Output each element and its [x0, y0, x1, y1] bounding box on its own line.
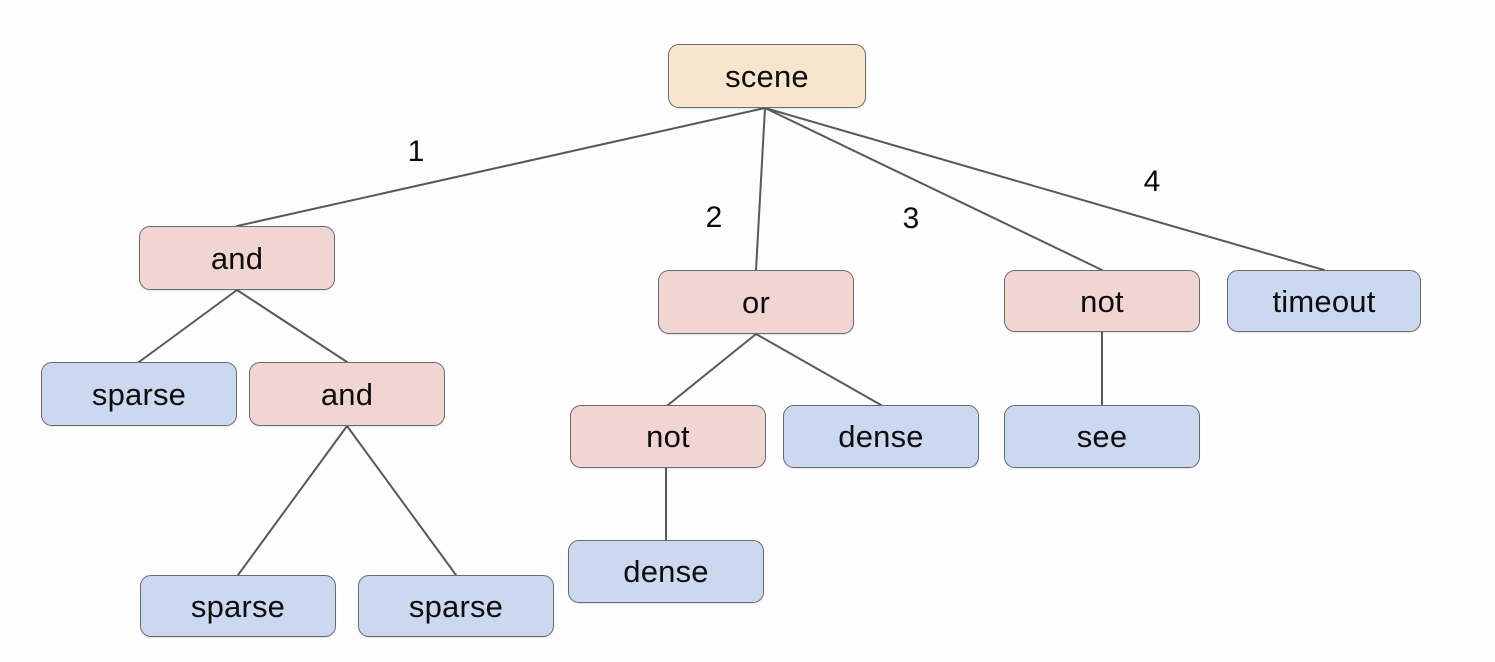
edge-label-3: 3 — [902, 202, 920, 235]
tree-edge-or1-to-dense1 — [755, 333, 882, 406]
tree-node-not1[interactable]: not — [570, 405, 766, 468]
tree-edge-scene-to-or1 — [755, 107, 766, 271]
tree-node-sparse1[interactable]: sparse — [41, 362, 237, 426]
tree-node-and1[interactable]: and — [139, 226, 335, 290]
tree-edge-and1-to-and2 — [236, 289, 348, 363]
tree-node-scene[interactable]: scene — [668, 44, 866, 108]
tree-node-label: dense — [623, 554, 709, 589]
edge-label-4: 4 — [1143, 165, 1161, 198]
tree-node-label: sparse — [408, 588, 504, 624]
tree-edge-and2-to-sparse3 — [346, 425, 457, 576]
tree-edge-scene-to-not2 — [764, 107, 1103, 271]
tree-node-label: not — [1080, 283, 1124, 319]
tree-edge-or1-to-not1 — [667, 333, 757, 406]
tree-node-sparse2[interactable]: sparse — [140, 575, 336, 637]
tree-edge-and2-to-sparse2 — [237, 425, 348, 576]
tree-node-label: and — [210, 240, 264, 276]
tree-node-sparse3[interactable]: sparse — [358, 575, 554, 637]
edge-label-1: 1 — [407, 135, 425, 168]
edge-label-2: 2 — [705, 201, 723, 234]
tree-node-label: dense — [838, 419, 924, 454]
tree-node-or1[interactable]: or — [658, 270, 854, 334]
tree-node-not2[interactable]: not — [1004, 270, 1200, 332]
tree-edge-scene-to-and1 — [236, 107, 766, 227]
tree-node-see1[interactable]: see — [1004, 405, 1200, 468]
tree-node-label: timeout — [1272, 283, 1376, 319]
tree-node-label: or — [742, 284, 770, 320]
tree-edge-scene-to-timeout1 — [764, 107, 1325, 271]
tree-node-dense1[interactable]: dense — [783, 405, 979, 468]
tree-node-label: and — [320, 376, 374, 412]
tree-node-label: not — [646, 419, 690, 454]
tree-node-label: scene — [725, 58, 809, 94]
tree-node-timeout1[interactable]: timeout — [1227, 270, 1421, 332]
tree-node-label: sparse — [91, 376, 187, 412]
tree-node-and2[interactable]: and — [249, 362, 445, 426]
tree-node-label: sparse — [190, 588, 286, 624]
tree-node-label: see — [1076, 419, 1128, 454]
tree-edge-and1-to-sparse1 — [138, 289, 238, 363]
tree-node-dense2[interactable]: dense — [568, 540, 764, 603]
